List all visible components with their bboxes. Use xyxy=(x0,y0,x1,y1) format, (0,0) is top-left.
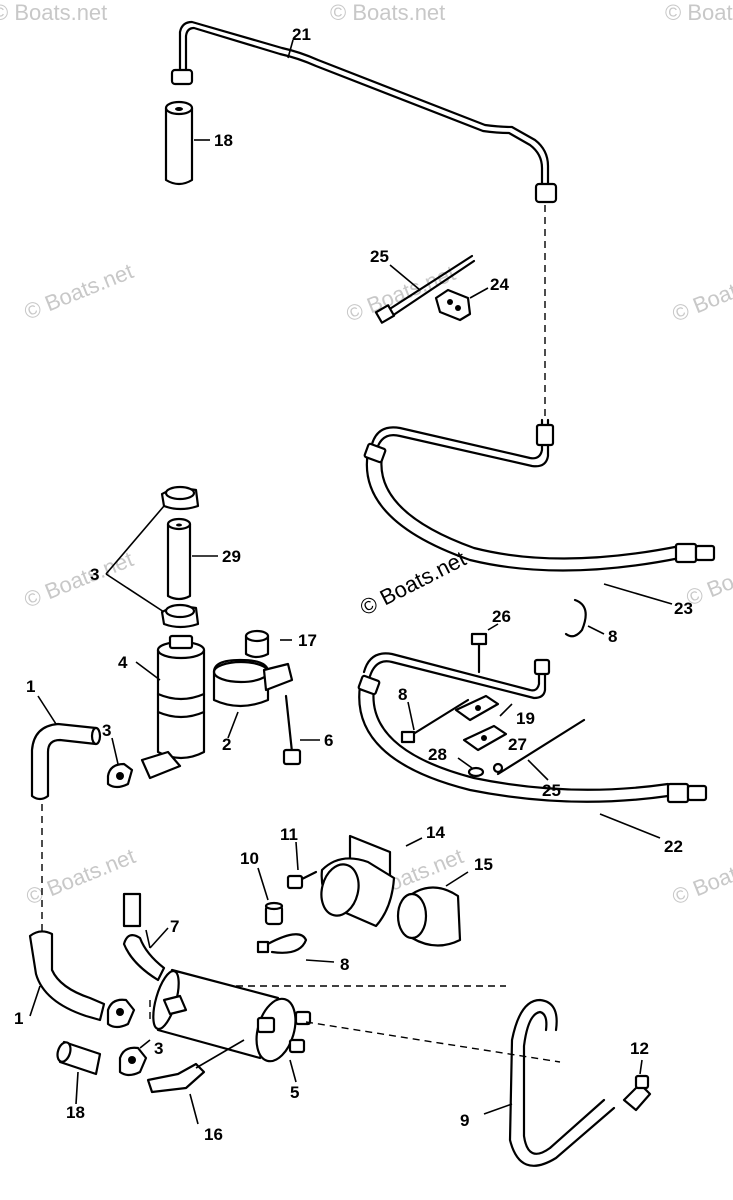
hose-1-upper xyxy=(30,695,102,801)
grommet-17 xyxy=(244,629,292,659)
hose-9 xyxy=(483,998,616,1167)
callout-27: 27 xyxy=(508,735,527,754)
clamp-8-lower xyxy=(256,933,335,963)
callout-25: 25 xyxy=(370,247,389,266)
callout-2: 2 xyxy=(222,735,231,754)
callout-18: 18 xyxy=(214,131,233,150)
callout-24: 24 xyxy=(490,275,509,294)
callout-23: 23 xyxy=(674,599,693,618)
watermark: © Boats.net xyxy=(330,0,445,25)
hose-18-lower xyxy=(56,1040,102,1105)
callout-4: 4 xyxy=(118,653,128,672)
clip-19 xyxy=(454,694,513,752)
clamp-3-lower xyxy=(106,998,151,1077)
watermark-center: © Boats.net xyxy=(356,546,470,621)
hose-18-upper xyxy=(164,100,210,186)
callout-12: 12 xyxy=(630,1039,649,1058)
sleeve-15 xyxy=(396,871,469,947)
watermark: © Boats.net xyxy=(21,546,137,612)
hose-1-lower xyxy=(28,930,106,1022)
hose-7 xyxy=(122,892,169,982)
washer-28 xyxy=(457,757,485,778)
watermark: © Boats.net xyxy=(665,0,733,25)
callout-7: 7 xyxy=(170,917,179,936)
callout-21: 21 xyxy=(292,25,311,44)
screw-11 xyxy=(286,841,318,890)
screw-6 xyxy=(282,694,320,766)
callout-9: 9 xyxy=(460,1111,469,1130)
callout-16: 16 xyxy=(204,1125,223,1144)
callout-25: 25 xyxy=(542,781,561,800)
callout-11: 11 xyxy=(280,825,298,844)
fitting-16 xyxy=(146,1062,206,1125)
callout-6: 6 xyxy=(324,731,333,750)
clamp-3-mid xyxy=(106,737,134,789)
callout-15: 15 xyxy=(474,855,493,874)
bracket-2 xyxy=(212,658,294,739)
tie-strap-25-upper xyxy=(374,254,476,324)
clamp-8-right xyxy=(564,598,605,638)
callout-3: 3 xyxy=(102,721,111,740)
connection-dashed-line xyxy=(305,1021,561,1063)
callout-18: 18 xyxy=(66,1103,85,1122)
callout-3: 3 xyxy=(90,565,99,584)
hose-assembly-22 xyxy=(357,652,708,839)
bracket-14 xyxy=(320,834,423,928)
nut-27 xyxy=(492,762,504,774)
callout-1: 1 xyxy=(26,677,35,696)
callout-19: 19 xyxy=(516,709,535,728)
bolt-26 xyxy=(470,623,499,674)
cap-10 xyxy=(257,867,284,926)
callout-1: 1 xyxy=(14,1009,23,1028)
filter-4 xyxy=(135,634,206,780)
oil-cooler-5 xyxy=(152,968,312,1083)
tie-strap-8-mid xyxy=(400,698,470,744)
callout-8: 8 xyxy=(608,627,617,646)
callout-3: 3 xyxy=(154,1039,163,1058)
hose-29 xyxy=(166,517,218,601)
callout-26: 26 xyxy=(492,607,511,626)
watermark: © Boats.net xyxy=(0,0,107,25)
callout-10: 10 xyxy=(240,849,259,868)
callout-17: 17 xyxy=(298,631,317,650)
watermark: © Boats.net xyxy=(669,260,733,326)
watermark: © Boats.net xyxy=(21,258,137,324)
callout-29: 29 xyxy=(222,547,241,566)
callout-8: 8 xyxy=(340,955,349,974)
cap-3-upper xyxy=(105,485,200,629)
callout-14: 14 xyxy=(426,823,445,842)
fitting-12 xyxy=(622,1059,652,1112)
callout-labels: 21 18 25 24 3 29 23 26 8 17 4 1 8 19 3 2… xyxy=(14,25,693,1144)
callout-5: 5 xyxy=(290,1083,299,1102)
callout-22: 22 xyxy=(664,837,683,856)
oil-line-21 xyxy=(170,20,558,204)
callout-28: 28 xyxy=(428,745,447,764)
callout-8: 8 xyxy=(398,685,407,704)
hose-assembly-23 xyxy=(363,418,716,605)
clip-24 xyxy=(434,287,489,322)
watermark: © Boats.net xyxy=(23,843,139,909)
tie-strap-25-lower xyxy=(496,718,586,781)
